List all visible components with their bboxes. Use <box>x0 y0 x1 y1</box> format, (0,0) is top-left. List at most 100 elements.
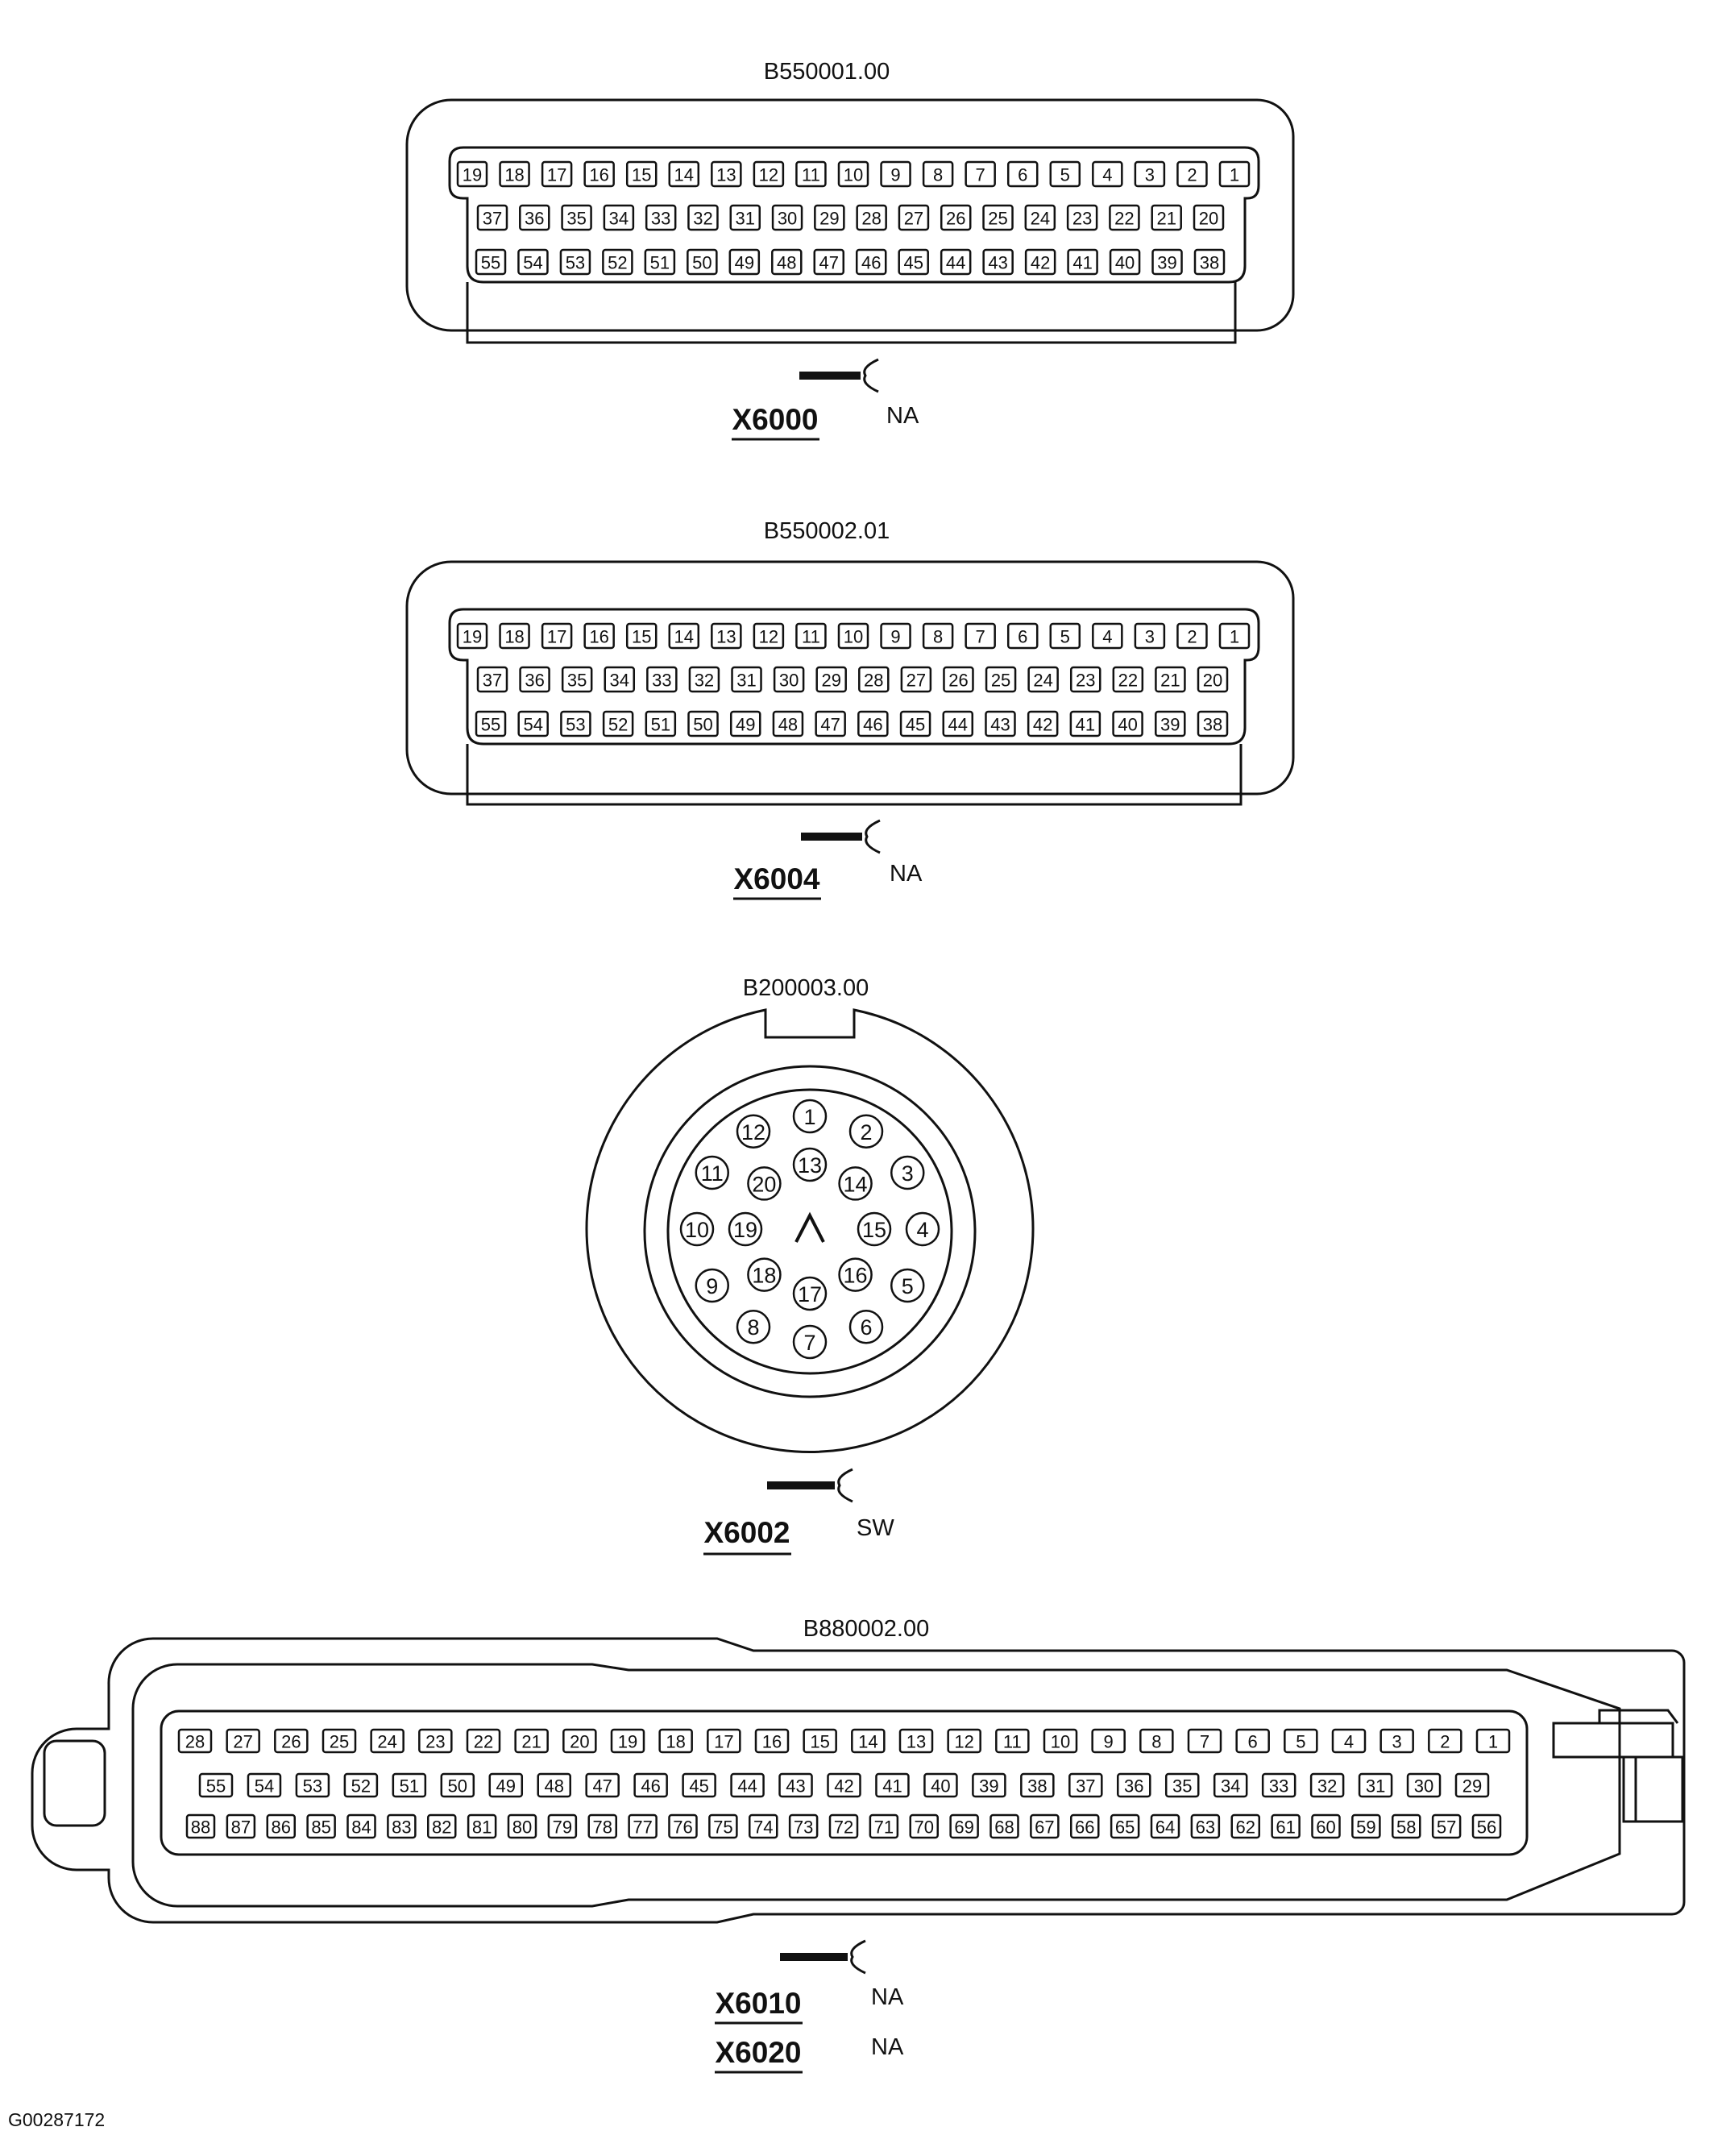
pin-label: 33 <box>652 671 671 691</box>
pin-label: 31 <box>736 671 756 691</box>
pin-81: 81 <box>467 1813 497 1839</box>
pin-38: 38 <box>1020 1772 1055 1798</box>
pin-4: 4 <box>1092 160 1123 188</box>
pin-label: 13 <box>798 1153 822 1178</box>
pin-6: 6 <box>1006 622 1039 650</box>
pin-19: 19 <box>456 160 488 188</box>
pin-label: 86 <box>272 1817 291 1838</box>
pin-2: 2 <box>1176 622 1208 650</box>
pin-51: 51 <box>645 710 677 737</box>
pin-18: 18 <box>499 622 530 650</box>
pin-21: 21 <box>1151 204 1182 231</box>
pin-17: 17 <box>541 622 573 650</box>
connector-housing <box>405 98 1295 332</box>
pin-10: 10 <box>837 622 869 650</box>
pin-12: 12 <box>753 622 785 650</box>
pin-10: 10 <box>679 1211 715 1247</box>
pin-11: 11 <box>995 1728 1030 1754</box>
lock-lever <box>1552 1709 1684 1823</box>
pin-label: 4 <box>916 1218 928 1242</box>
pin-label: 70 <box>915 1817 934 1838</box>
connector-note: NA <box>871 2034 904 2060</box>
pin-label: 33 <box>1269 1776 1288 1797</box>
pin-label: 2 <box>1440 1732 1450 1752</box>
pin-label: 68 <box>994 1817 1014 1838</box>
pin-4: 4 <box>1092 622 1123 650</box>
pin-9: 9 <box>880 160 911 188</box>
pin-9: 9 <box>880 622 911 650</box>
pin-80: 80 <box>507 1813 537 1839</box>
pin-20: 20 <box>1197 666 1229 693</box>
pin-cavity-outline <box>448 146 1260 284</box>
part-number: B200003.00 <box>743 975 869 1001</box>
pin-34: 34 <box>1213 1772 1248 1798</box>
pin-48: 48 <box>771 248 803 276</box>
pin-12: 12 <box>736 1114 771 1149</box>
pin-label: 47 <box>819 253 839 273</box>
pin-23: 23 <box>1066 204 1098 231</box>
pin-label: 62 <box>1236 1817 1255 1838</box>
pin-label: 47 <box>820 715 840 735</box>
pin-31: 31 <box>729 204 761 231</box>
pin-label: 8 <box>1151 1732 1161 1752</box>
pin-label: 77 <box>633 1817 652 1838</box>
pin-5: 5 <box>1049 160 1081 188</box>
pin-64: 64 <box>1150 1813 1180 1839</box>
pin-label: 10 <box>844 627 863 647</box>
pin-41: 41 <box>1067 248 1098 276</box>
pin-11: 11 <box>695 1155 730 1190</box>
pin-label: 17 <box>798 1282 822 1306</box>
pin-19: 19 <box>456 622 488 650</box>
pin-21: 21 <box>1155 666 1186 693</box>
pin-50: 50 <box>687 248 718 276</box>
pin-13: 13 <box>711 622 742 650</box>
pin-1: 1 <box>1475 1728 1511 1754</box>
pin-34: 34 <box>603 204 635 231</box>
pin-56: 56 <box>1471 1813 1502 1839</box>
pin-46: 46 <box>633 1772 668 1798</box>
pin-label: 36 <box>1124 1776 1143 1797</box>
pin-57: 57 <box>1431 1813 1462 1839</box>
connector-housing <box>405 560 1295 796</box>
pin-47: 47 <box>585 1772 620 1798</box>
pin-7: 7 <box>965 622 996 650</box>
pin-label: 45 <box>903 253 923 273</box>
pin-label: 73 <box>794 1817 813 1838</box>
connector-note: NA <box>871 1984 904 2010</box>
pin-32: 32 <box>688 666 720 693</box>
pin-label: 18 <box>666 1732 685 1752</box>
pin-22: 22 <box>466 1728 501 1754</box>
pin-label: 47 <box>592 1776 612 1797</box>
pin-label: 41 <box>1076 715 1095 735</box>
part-number: B880002.00 <box>803 1616 929 1642</box>
pin-label: 6 <box>860 1315 872 1340</box>
pin-label: 38 <box>1203 715 1222 735</box>
pin-label: 18 <box>504 627 524 647</box>
pin-43: 43 <box>778 1772 813 1798</box>
pin-3: 3 <box>890 1155 925 1190</box>
pin-label: 34 <box>609 209 629 229</box>
pin-label: 83 <box>392 1817 411 1838</box>
pin-52: 52 <box>602 248 633 276</box>
pin-16: 16 <box>583 160 615 188</box>
pin-label: 3 <box>1145 627 1155 647</box>
pin-label: 43 <box>786 1776 805 1797</box>
pin-35: 35 <box>561 666 593 693</box>
pin-3: 3 <box>1379 1728 1414 1754</box>
pin-label: 27 <box>904 209 923 229</box>
pin-label: 23 <box>425 1732 445 1752</box>
pin-49: 49 <box>728 248 761 276</box>
pin-45: 45 <box>898 248 929 276</box>
pin-label: 14 <box>674 165 694 185</box>
pin-7: 7 <box>965 160 996 188</box>
pin-label: 30 <box>778 209 797 229</box>
pin-label: 21 <box>1160 671 1180 691</box>
pin-36: 36 <box>519 204 550 231</box>
pin-label: 35 <box>566 209 586 229</box>
pin-53: 53 <box>560 710 591 737</box>
pin-67: 67 <box>1030 1813 1060 1839</box>
pin-55: 55 <box>198 1772 234 1798</box>
pin-53: 53 <box>559 248 591 276</box>
pin-13: 13 <box>898 1728 934 1754</box>
pin-label: 20 <box>1199 209 1218 229</box>
